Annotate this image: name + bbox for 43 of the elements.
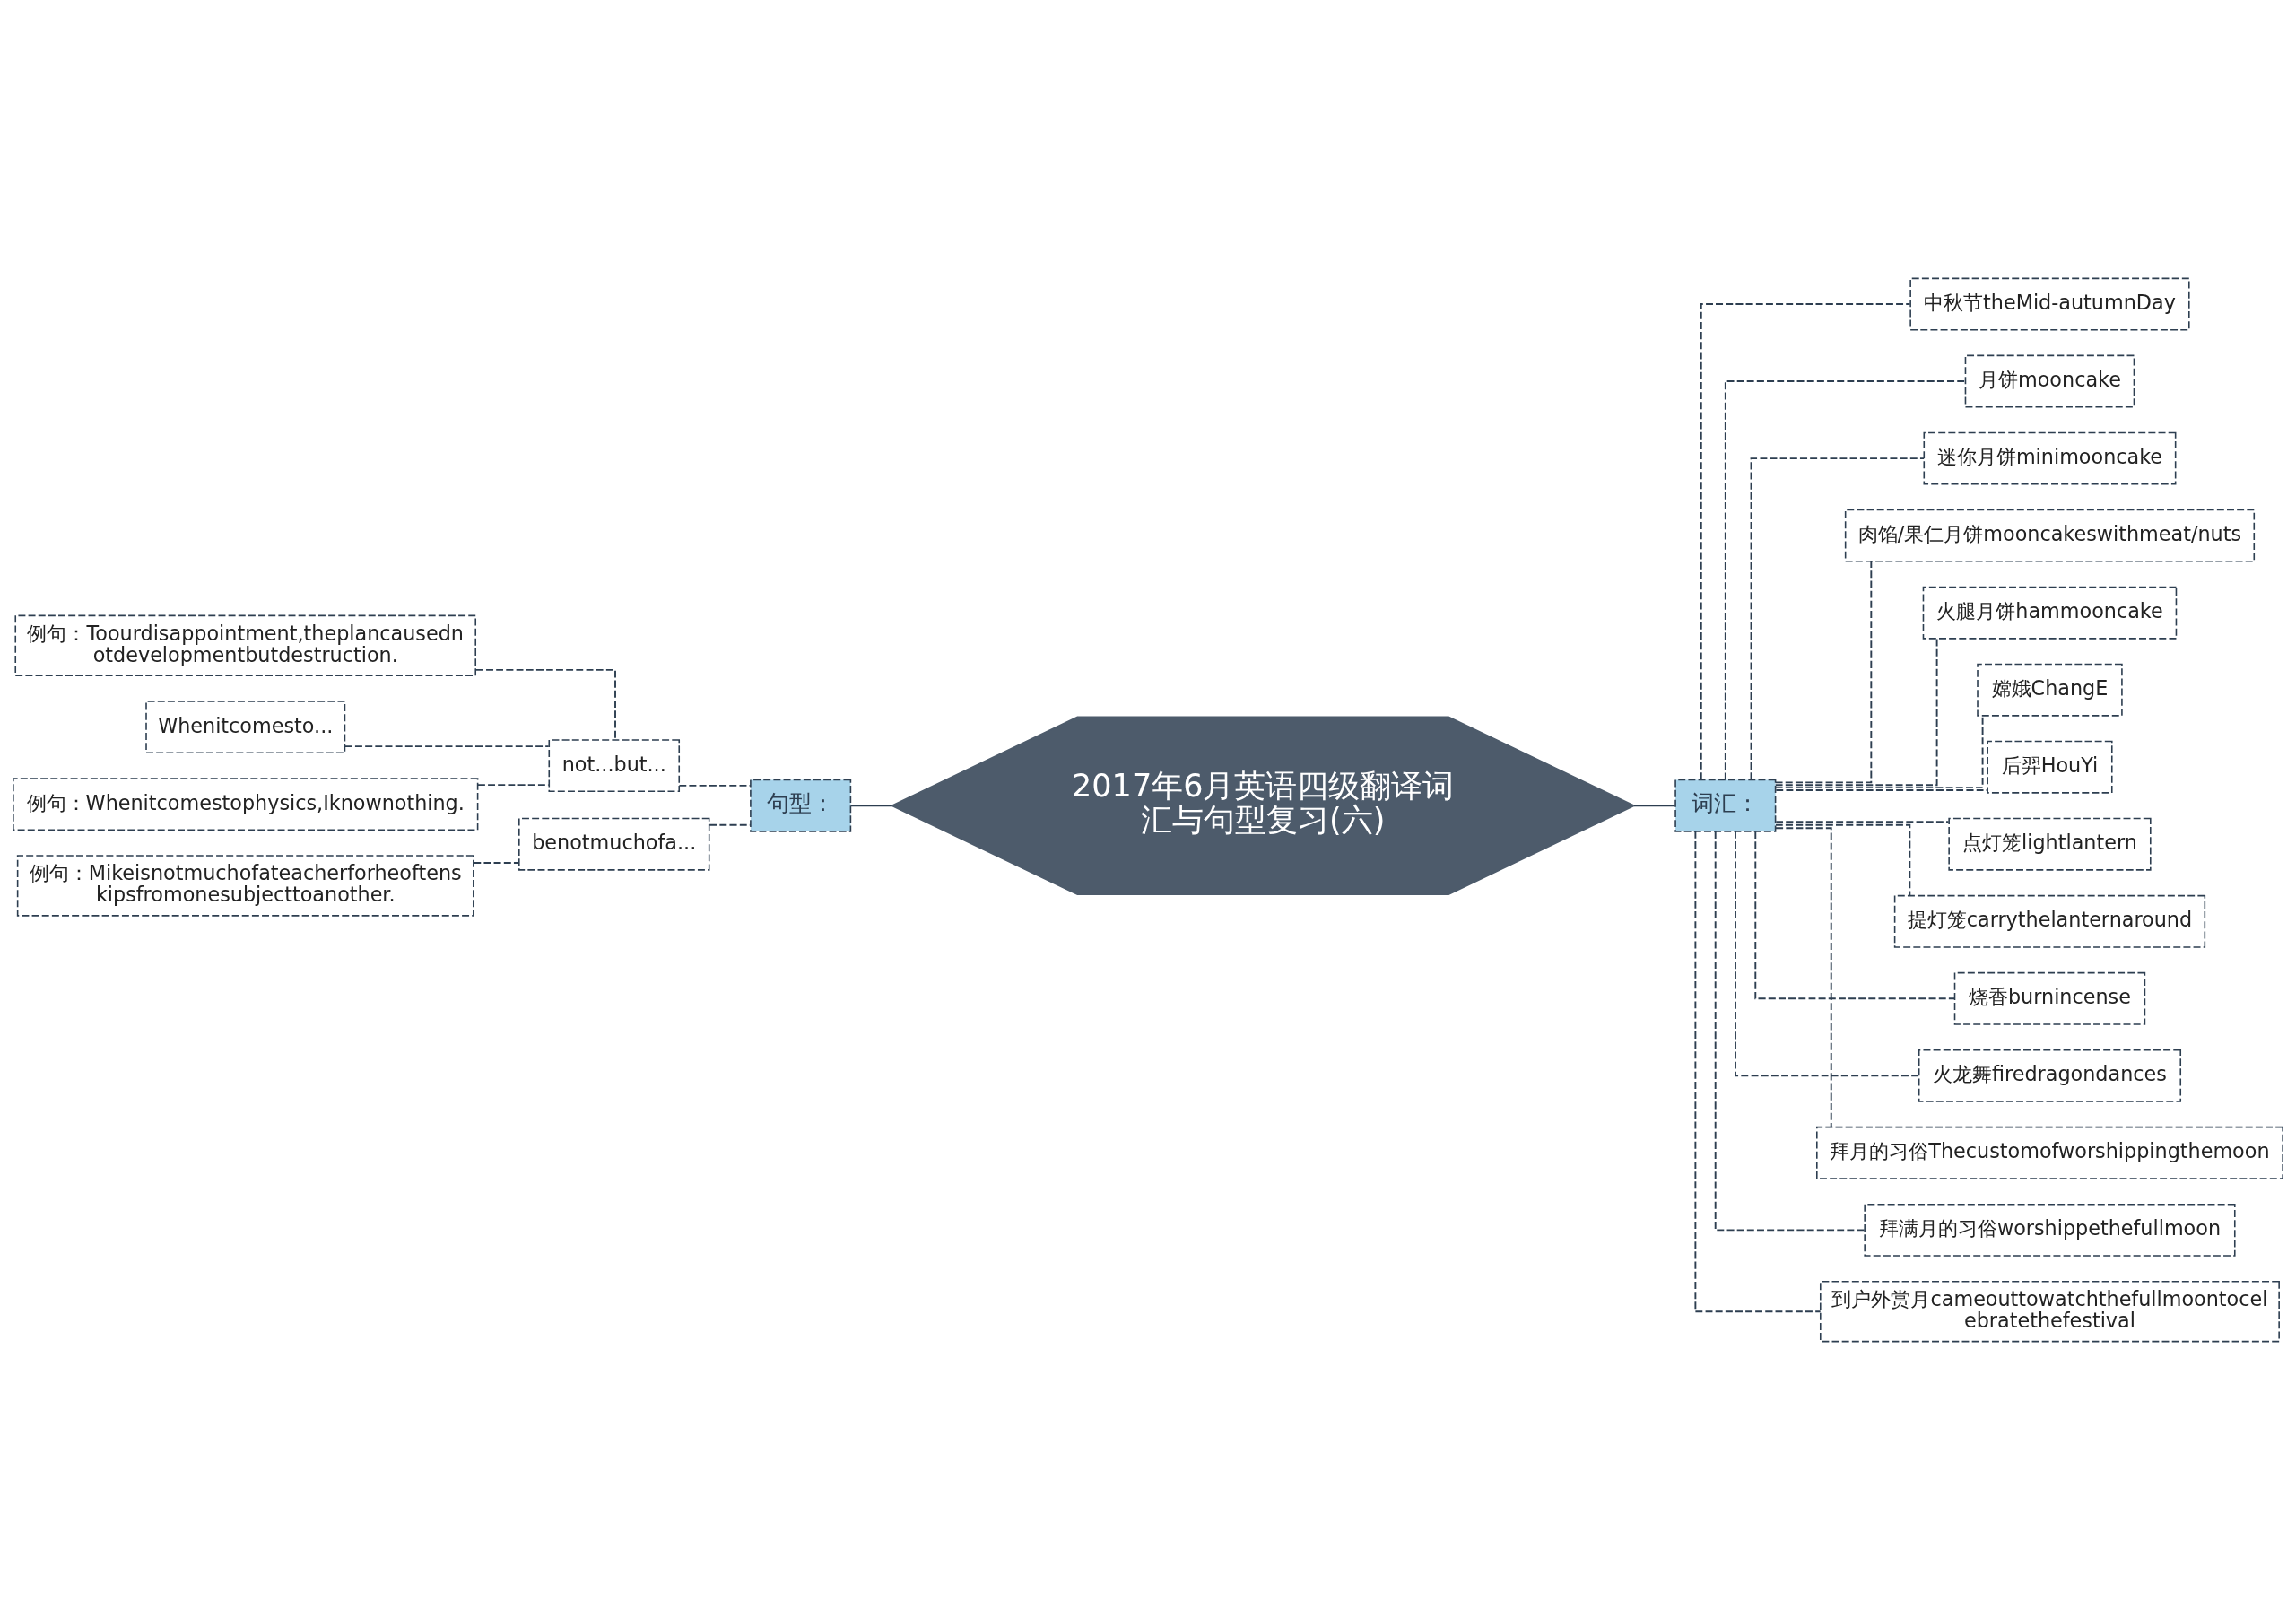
connector bbox=[1724, 379, 1967, 780]
connector bbox=[1735, 830, 1920, 1076]
connector bbox=[1775, 820, 1950, 823]
node-box: 拜月的习俗Thecustomofworshippingthemoon bbox=[1816, 1126, 2283, 1179]
connector bbox=[849, 804, 893, 806]
node-box: 拜满月的习俗worshippethefullmoon bbox=[1864, 1203, 2236, 1257]
node-box: 到户外赏月cameouttowatchthefullmoontocelebratethefestival bbox=[1820, 1280, 2280, 1342]
node-box: 例句：Toourdisappointment,theplancausednotdevelopmentbutdestruction. bbox=[14, 614, 476, 676]
node-box: not...but... bbox=[548, 738, 681, 792]
connector bbox=[678, 784, 752, 787]
connector bbox=[709, 823, 752, 826]
connector bbox=[1775, 826, 1832, 1127]
node-box: 月饼mooncake bbox=[1964, 354, 2135, 408]
node-box: 嫦娥ChangE bbox=[1977, 663, 2123, 717]
node-box: 迷你月饼minimooncake bbox=[1923, 431, 2177, 485]
node-box: 词汇： bbox=[1674, 779, 1777, 832]
node-box: 提灯笼carrythelanternaround bbox=[1893, 894, 2206, 948]
connector bbox=[1774, 560, 1873, 783]
connector bbox=[1750, 457, 1926, 780]
node-box: 火腿月饼hammooncake bbox=[1922, 586, 2178, 640]
node-box: benotmuchofa... bbox=[518, 817, 710, 871]
connector bbox=[473, 861, 520, 864]
connector bbox=[1774, 637, 1938, 786]
connector bbox=[1633, 804, 1676, 806]
connector bbox=[1714, 830, 1866, 1231]
connector bbox=[1754, 830, 1956, 999]
connector bbox=[1775, 823, 1911, 896]
connector bbox=[1694, 830, 1822, 1312]
node-box: 烧香burnincense bbox=[1953, 971, 2146, 1025]
node-box: Whenitcomesto... bbox=[145, 700, 346, 753]
node-box: 火龙舞firedragondances bbox=[1918, 1049, 2182, 1102]
node-box: 句型： bbox=[750, 779, 852, 832]
node-box: 点灯笼lightlantern bbox=[1948, 817, 2152, 871]
connector bbox=[1775, 788, 1988, 791]
connector bbox=[1700, 302, 1911, 780]
node-box: 后羿HouYi bbox=[1987, 740, 2113, 794]
node-box: 例句：Mikeisnotmuchofateacherforheoftenskipsfromonesubjecttoanother. bbox=[16, 854, 474, 917]
node-box: 中秋节theMid-autumnDay bbox=[1909, 277, 2190, 330]
connector bbox=[344, 744, 550, 747]
node-box: 例句：Whenitcomestophysics,Iknownothing. bbox=[13, 777, 479, 831]
connector bbox=[474, 668, 616, 740]
node-box: 肉馅/果仁月饼mooncakeswithmeat/nuts bbox=[1844, 509, 2256, 562]
connector bbox=[476, 783, 550, 786]
